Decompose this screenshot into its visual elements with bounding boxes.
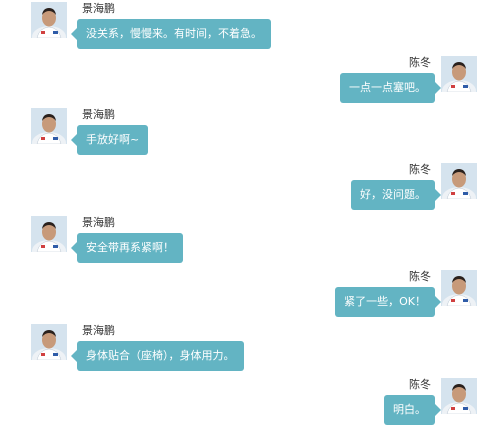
message-bubble: 好，没问题。 [351,180,441,210]
message-bubble: 身体贴合（座椅），身体用力。 [71,341,244,371]
chat-message: 景海鹏 安全带再系紧啊！ [0,216,500,276]
sender-name: 景海鹏 [82,216,115,229]
astronaut-avatar-icon [31,108,67,144]
sender-name: 陈冬 [409,378,431,391]
sender-name: 景海鹏 [82,2,115,15]
astronaut-avatar-icon [441,56,477,92]
message-bubble: 手放好啊~ [70,125,149,155]
chat-message: 陈冬 一点一点塞吧。 [0,56,500,116]
sender-name: 景海鹏 [82,108,115,121]
chat-message: 陈冬 紧了一些，OK！ [0,270,500,330]
chat-message: 陈冬 明白。 [0,378,500,438]
sender-name: 陈冬 [409,163,431,176]
astronaut-avatar-icon [31,324,67,360]
message-bubble: 没关系，慢慢来。有时间，不着急。 [71,19,271,49]
message-bubble: 安全带再系紧啊！ [71,233,183,263]
message-bubble: 明白。 [384,395,441,425]
astronaut-avatar-icon [441,378,477,414]
sender-name: 陈冬 [409,270,431,283]
astronaut-avatar-icon [441,270,477,306]
chat-message: 陈冬 好，没问题。 [0,163,500,223]
chat-message: 景海鹏 手放好啊~ [0,108,500,168]
astronaut-avatar-icon [31,2,67,38]
sender-name: 陈冬 [409,56,431,69]
message-bubble: 紧了一些，OK！ [335,287,441,317]
sender-name: 景海鹏 [82,324,115,337]
chat-message: 景海鹏 身体贴合（座椅），身体用力。 [0,324,500,384]
astronaut-avatar-icon [31,216,67,252]
message-bubble: 一点一点塞吧。 [340,73,441,103]
chat-message: 景海鹏 没关系，慢慢来。有时间，不着急。 [0,2,500,62]
astronaut-avatar-icon [441,163,477,199]
